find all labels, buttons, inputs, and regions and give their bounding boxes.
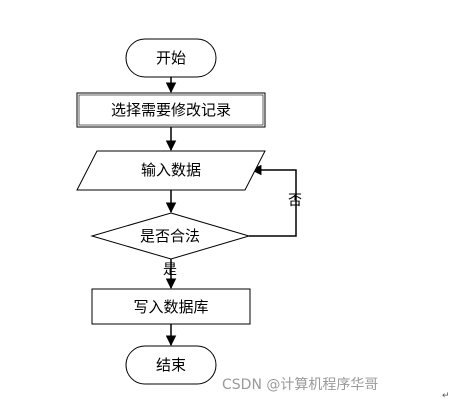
input-data-node [76, 150, 266, 191]
decision-label: 是否合法 [140, 227, 200, 245]
input-data-label: 输入数据 [141, 161, 201, 179]
start-label: 开始 [156, 49, 186, 67]
paragraph-mark-icon: ↵ [442, 391, 450, 401]
csdn-watermark: CSDN @计算机程序华哥 [222, 377, 379, 393]
edge-decision-no-loop [249, 164, 297, 237]
write-db-label: 写入数据库 [133, 298, 208, 316]
end-node [125, 345, 217, 385]
write-db-node [91, 288, 251, 325]
select-record-node [76, 92, 266, 128]
decision-node [90, 212, 251, 260]
select-record-label: 选择需要修改记录 [111, 101, 231, 119]
start-node [125, 38, 217, 78]
no-branch-label: 否 [288, 193, 302, 209]
yes-branch-label: 是 [163, 262, 177, 278]
select-record-node-shadow-edge [78, 94, 264, 126]
end-label: 结束 [156, 356, 186, 374]
